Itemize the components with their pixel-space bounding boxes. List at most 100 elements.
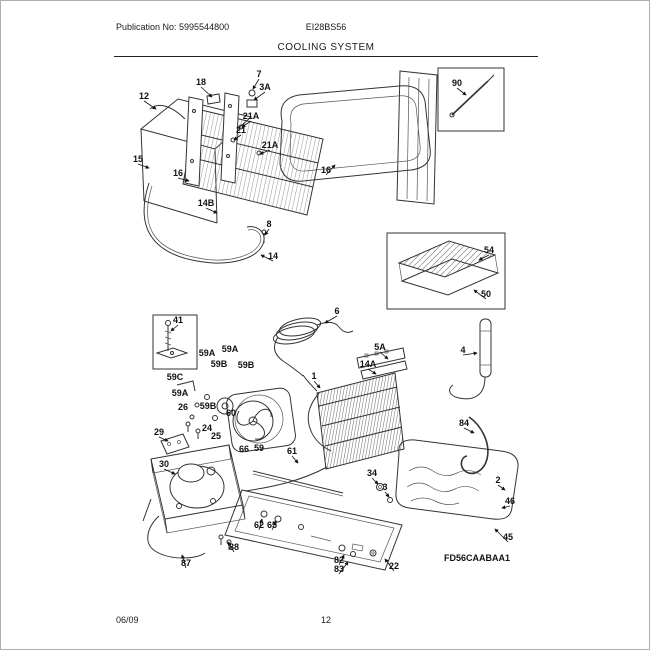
part-label: 59C	[167, 372, 184, 382]
leader-line	[494, 528, 509, 543]
part-label: 54	[484, 245, 494, 255]
part-label: 14A	[360, 359, 377, 369]
part-label: 12	[139, 91, 149, 101]
part-label: 6	[334, 306, 339, 316]
part-label: 8	[266, 219, 271, 229]
leader-line	[462, 351, 478, 356]
part-label: 1	[311, 371, 316, 381]
leader-line	[478, 254, 490, 261]
leader-line	[291, 455, 299, 464]
leader-line	[258, 518, 264, 531]
part-label: 83	[334, 564, 344, 574]
leader-line	[259, 149, 271, 155]
condenser-coil	[244, 347, 408, 503]
part-label: 21	[236, 125, 246, 135]
part-label: 87	[181, 558, 191, 568]
part-label: 65	[267, 520, 277, 530]
part-label: 59B	[211, 359, 228, 369]
part-label: 21A	[262, 140, 279, 150]
part-label: 90	[452, 78, 462, 88]
leader-line	[252, 78, 260, 90]
part-label: 59A	[199, 348, 216, 358]
part-label: 25	[211, 431, 221, 441]
part-label: 29	[154, 427, 164, 437]
footer-date: 06/09	[116, 615, 139, 625]
leader-line	[338, 554, 345, 566]
leader-line	[456, 87, 467, 96]
part-label: 24	[202, 423, 212, 433]
leader-line	[253, 91, 266, 101]
leader-line	[384, 491, 390, 498]
part-label: 14	[268, 251, 278, 261]
rear-panel	[396, 70, 438, 205]
leader-line	[181, 554, 187, 569]
inset-box-tool	[437, 67, 505, 132]
leader-line	[463, 427, 475, 434]
part-label: 18	[196, 77, 206, 87]
leader-line	[143, 100, 157, 110]
part-label: 3	[382, 482, 387, 492]
part-label: 59B	[200, 401, 217, 411]
inset-box-screw	[152, 314, 198, 370]
part-label: 7	[256, 69, 261, 79]
evaporator-assembly	[139, 89, 324, 264]
part-label: 50	[481, 289, 491, 299]
leader-line	[338, 561, 349, 575]
page-title: COOLING SYSTEM	[277, 42, 375, 53]
leader-line	[137, 163, 150, 169]
tubing-coil	[272, 317, 354, 392]
part-label: 22	[389, 561, 399, 571]
leader-line	[384, 558, 395, 572]
part-label: 59A	[172, 388, 189, 398]
leader-line	[324, 315, 338, 324]
part-label: 2	[495, 475, 500, 485]
tube-84	[460, 416, 489, 475]
fan-assembly	[160, 380, 296, 455]
part-label: 66	[239, 444, 249, 454]
compressor	[142, 444, 246, 559]
leader-line	[233, 134, 242, 141]
part-label: 26	[178, 402, 188, 412]
filter-drier	[449, 318, 492, 400]
part-label: 59A	[222, 344, 239, 354]
leader-line	[200, 86, 213, 98]
leader-line	[205, 207, 218, 214]
part-label: 21A	[243, 111, 260, 121]
model-number: EI28BS56	[305, 22, 347, 32]
part-label: 45	[503, 532, 513, 542]
part-label: 3A	[259, 82, 271, 92]
drain-pan	[395, 439, 519, 520]
inset-box-tray	[386, 232, 506, 310]
leader-line	[501, 505, 511, 510]
part-label: 60	[226, 408, 236, 418]
leader-line	[163, 468, 176, 475]
leader-line	[367, 368, 377, 375]
part-label: 41	[173, 315, 183, 325]
part-label: 30	[159, 459, 169, 469]
leader-line	[325, 164, 336, 176]
part-label: 4	[460, 345, 465, 355]
leader-line	[170, 324, 179, 332]
part-label: 14B	[198, 198, 215, 208]
header-rule	[114, 56, 538, 57]
leader-line	[158, 436, 169, 442]
leader-line	[473, 289, 487, 300]
leader-line	[371, 477, 379, 485]
leader-line	[241, 120, 252, 128]
part-label: 16	[321, 165, 331, 175]
leader-line	[264, 228, 270, 236]
part-label: 5A	[374, 342, 386, 352]
part-label: 16	[173, 168, 183, 178]
part-label: 46	[505, 496, 515, 506]
part-label: 88	[229, 542, 239, 552]
part-label: 15	[133, 154, 143, 164]
part-label: 61	[287, 446, 297, 456]
part-label: 59	[254, 443, 264, 453]
leader-line	[271, 520, 277, 531]
part-label: 62	[254, 520, 264, 530]
publication-number: Publication No: 5995544800	[116, 22, 230, 32]
part-label: 82	[334, 555, 344, 565]
